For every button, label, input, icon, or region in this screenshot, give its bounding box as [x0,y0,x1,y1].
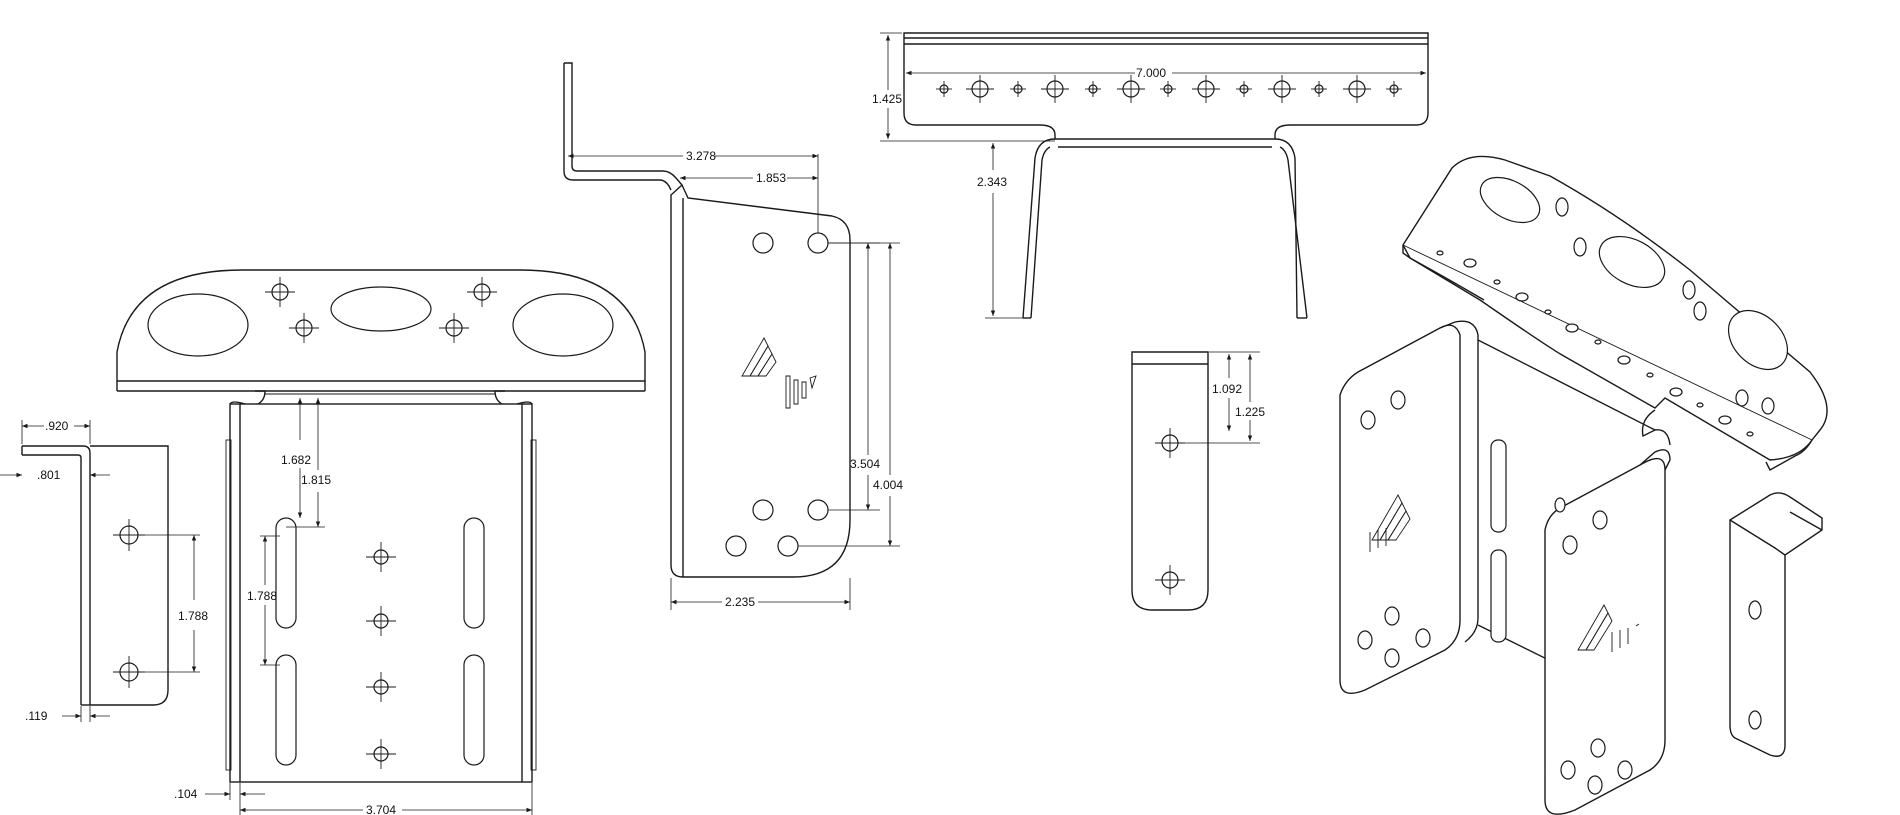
dim-front-slot-spacing: 1.788 [247,589,277,603]
side-view: 3.278 1.853 3.504 4.004 2.235 [563,62,903,610]
dim-strap-hole-offset-b: 1.225 [1235,405,1265,419]
dim-small-thickness: .119 [25,709,48,723]
small-bracket-view: .920 .801 1.788 .119 [0,419,208,723]
dim-side-hole-spacing-a: 3.504 [850,457,880,471]
top-view: 7.000 1.425 2.343 [872,32,1429,319]
dim-top-overall-length: 7.000 [1136,66,1166,80]
dim-side-overall-depth: 3.278 [686,149,716,163]
dim-front-overall-width: 3.704 [366,803,396,815]
dim-side-hole-offset: 1.853 [756,171,786,185]
dim-small-hole-spacing: 1.788 [178,609,208,623]
brand-logo [741,337,817,409]
dim-front-top-hole-a: 1.682 [281,453,311,467]
dim-front-edge-offset: .104 [174,787,198,801]
dim-small-flange-offset: .801 [37,468,61,482]
top-hole-row [936,75,1402,103]
dim-top-flange-height: 1.425 [872,92,902,106]
dim-side-plate-width: 2.235 [725,595,755,609]
isometric-view [1339,155,1828,815]
dim-small-flange-width: .920 [45,419,69,433]
dim-side-hole-spacing-b: 4.004 [873,478,903,492]
dim-front-top-hole-b: 1.815 [301,473,331,487]
dim-top-leg-height: 2.343 [977,175,1007,189]
strap-view: 1.092 1.225 [1131,351,1265,611]
dim-strap-hole-offset-a: 1.092 [1212,382,1242,396]
front-view: 1.682 1.815 1.788 .104 3.704 [116,269,646,815]
